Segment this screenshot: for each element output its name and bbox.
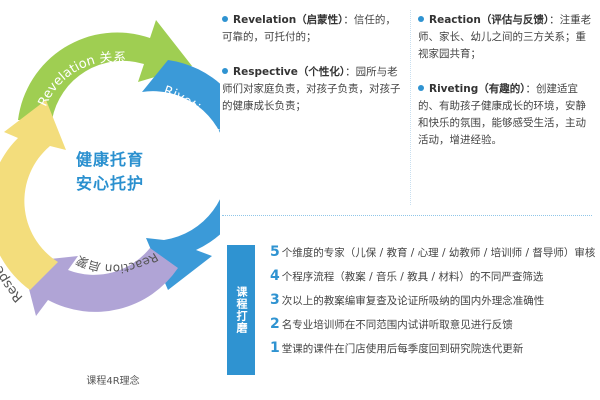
step-text: 个程序流程（教案 / 音乐 / 教具 / 材料）的不同严查筛选 [281, 271, 544, 283]
cycle-diagram: Revelation 关系 Riveting 有趣 Reaction 启蒙 Re… [0, 20, 220, 316]
definition-title: Revelation（启蒙性） [233, 14, 344, 26]
column-divider [410, 10, 411, 205]
definition-text: ：园所与老师们对家庭负责，对孩子负责，对孩子的健康成长负责； [222, 66, 401, 112]
bullet-icon [222, 68, 228, 74]
center-line-2: 安心托护 [75, 174, 144, 193]
cycle-arc-left [0, 100, 66, 290]
definition-title: Reaction（评估与反馈） [429, 14, 550, 26]
definition-riveting: Riveting（有趣的）：创建适宜的、有助孩子健康成长的环境，安静和快乐的氛围… [418, 81, 594, 149]
bullet-icon [418, 85, 424, 91]
step-number: 3 [270, 292, 280, 308]
definition-reaction: Reaction（评估与反馈）：注重老师、家长、幼儿之间的三方关系；重视家园共育… [418, 12, 594, 63]
bullet-icon [418, 16, 424, 22]
step-text: 个维度的专家（儿保 / 教育 / 心理 / 幼教师 / 培训师 / 督导师）审核 [281, 247, 596, 259]
right-definition-column: Reaction（评估与反馈）：注重老师、家长、幼儿之间的三方关系；重视家园共育… [418, 12, 594, 149]
step-text: 次以上的教案编审复查及论证所吸纳的国内外理念准确性 [281, 295, 545, 307]
step-text: 名专业培训师在不同范围内试讲听取意见进行反馈 [281, 319, 513, 331]
definition-text: ：信任的，可靠的，可托付的； [222, 14, 396, 43]
cycle-caption: 课程4R理念 [86, 376, 140, 387]
cycle-arc-right [142, 60, 220, 290]
definition-title: Respective（个性化） [233, 66, 346, 78]
course-polish-label: 课程打磨 [227, 245, 255, 375]
definition-revelation: Revelation（启蒙性）：信任的，可靠的，可托付的； [222, 12, 402, 46]
definition-respective: Respective（个性化）：园所与老师们对家庭负责，对孩子负责，对孩子的健康… [222, 64, 402, 115]
bullet-icon [222, 16, 228, 22]
step-number: 2 [270, 316, 280, 332]
definition-text: ：注重老师、家长、幼儿之间的三方关系；重视家园共育； [418, 14, 592, 60]
step-text: 堂课的课件在门店使用后每季度回到研究院迭代更新 [281, 343, 524, 355]
left-definition-column: Revelation（启蒙性）：信任的，可靠的，可托付的； Respective… [222, 12, 402, 115]
step-number: 5 [270, 244, 280, 260]
definition-title: Riveting（有趣的） [429, 83, 526, 95]
step-number: 4 [270, 268, 280, 284]
cycle-arc-top [18, 20, 192, 120]
definition-text: ：创建适宜的、有助孩子健康成长的环境，安静和快乐的氛围，能够感受生活，主动活动，… [418, 83, 586, 146]
section-divider [222, 215, 592, 216]
step-number: 1 [270, 340, 280, 356]
cycle-arc-bottom [22, 248, 178, 316]
center-line-1: 健康托育 [75, 150, 144, 169]
